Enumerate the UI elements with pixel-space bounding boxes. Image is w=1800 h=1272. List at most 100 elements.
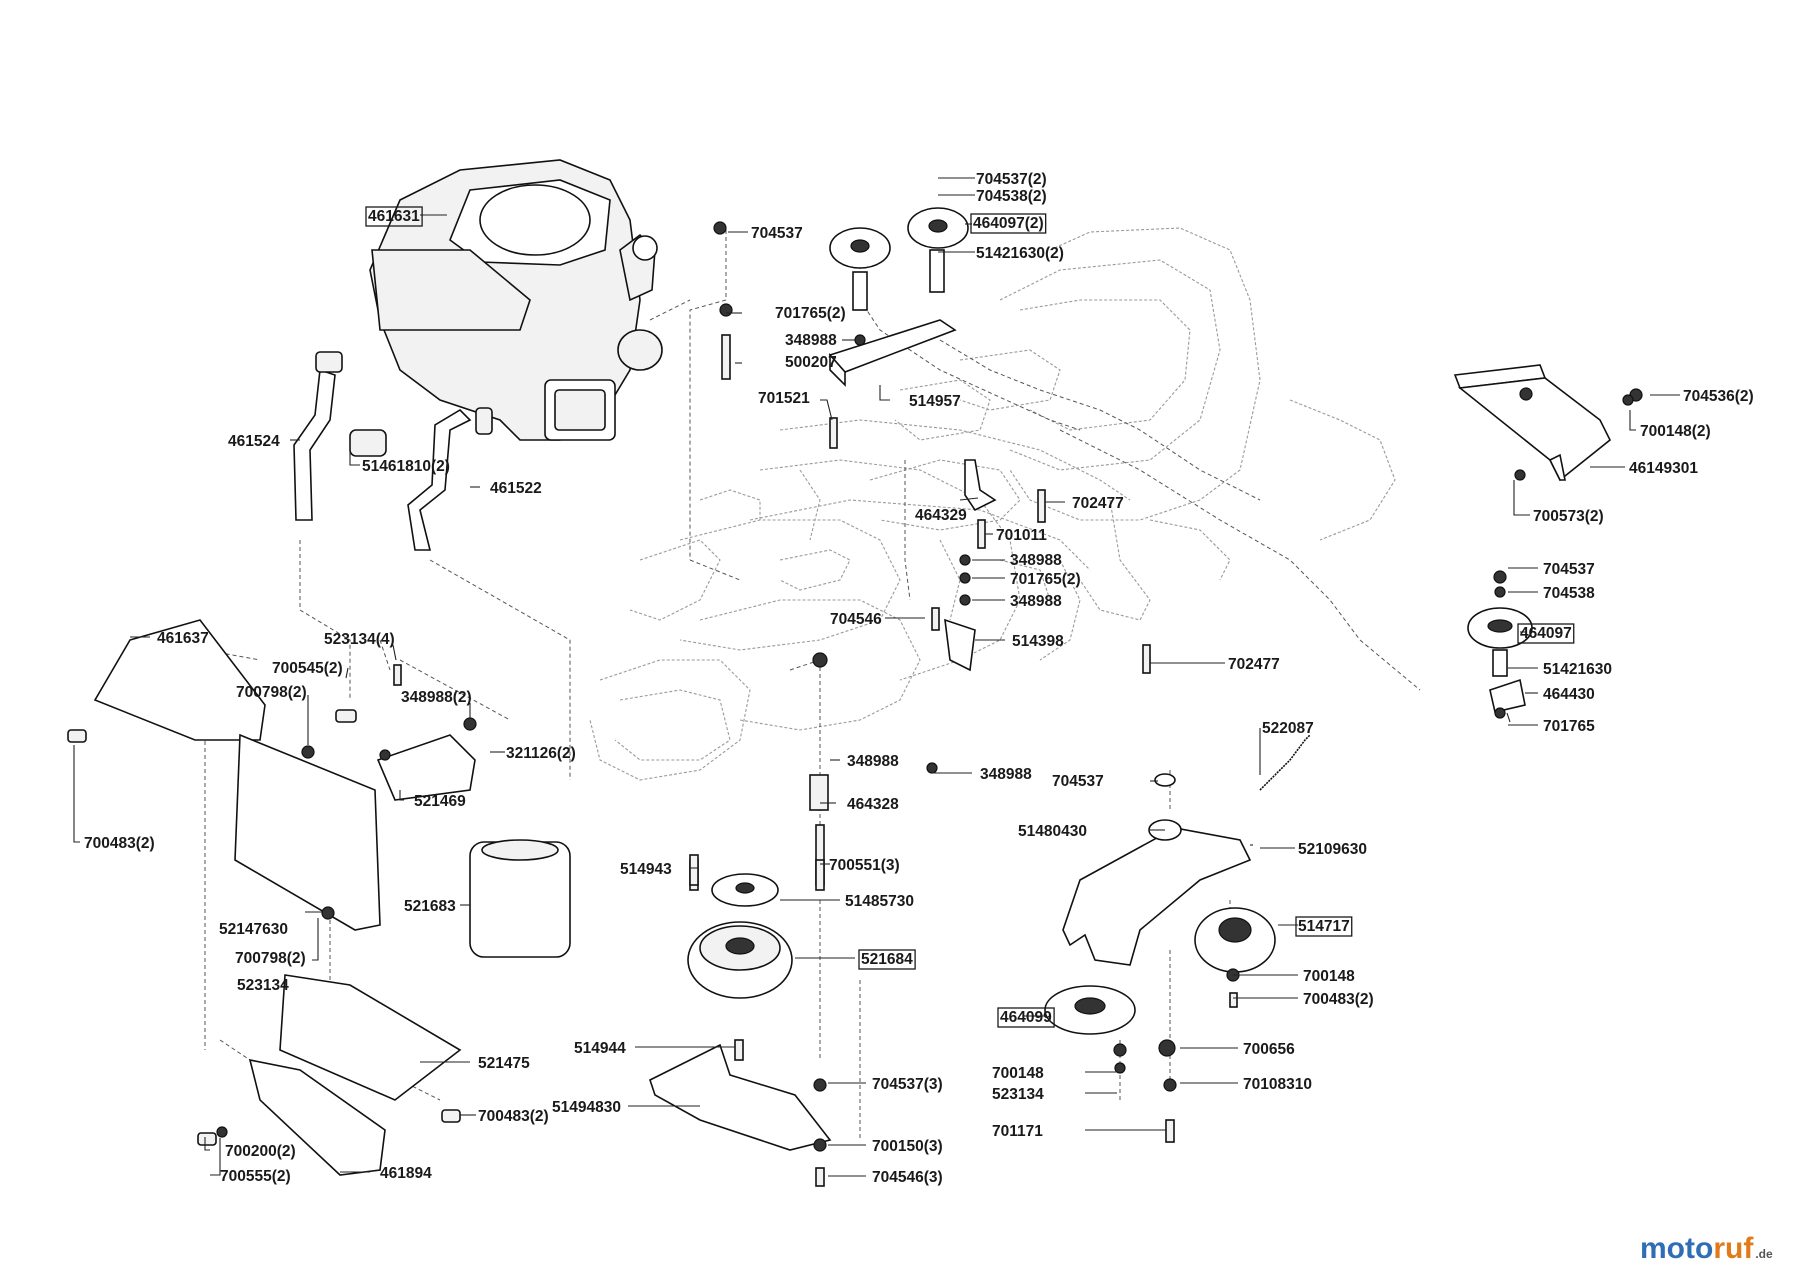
part-number-text: 52109630 bbox=[1298, 841, 1367, 858]
part-label-701765-2: 701765(2) bbox=[775, 305, 846, 322]
part-number-text: 704538(2) bbox=[976, 188, 1047, 205]
part-label-521475: 521475 bbox=[478, 1055, 530, 1072]
part-number-text: 701521 bbox=[758, 390, 810, 407]
part-label-704536-2: 704536(2) bbox=[1683, 388, 1754, 405]
part-number-text: 461524 bbox=[228, 433, 280, 450]
label-box bbox=[997, 1007, 1055, 1028]
part-number-text: 700148 bbox=[1303, 968, 1355, 985]
part-number-text: 464099 bbox=[1000, 1009, 1052, 1026]
part-label-514717: 514717 bbox=[1295, 916, 1353, 937]
part-label-523134: 523134 bbox=[992, 1086, 1044, 1103]
part-label-701765: 701765 bbox=[1543, 718, 1595, 735]
part-label-704537-3: 704537(3) bbox=[872, 1076, 943, 1093]
part-label-51485730: 51485730 bbox=[845, 893, 914, 910]
part-number-text: 52147630 bbox=[219, 921, 288, 938]
part-label-348988: 348988 bbox=[1010, 593, 1062, 610]
part-label-701011: 701011 bbox=[996, 527, 1047, 544]
part-number-text: 700150(3) bbox=[872, 1138, 943, 1155]
part-label-46149301: 46149301 bbox=[1629, 460, 1698, 477]
part-number-text: 700483(2) bbox=[84, 835, 155, 852]
part-number-text: 321126(2) bbox=[506, 745, 576, 762]
part-label-700148: 700148 bbox=[1303, 968, 1355, 985]
part-number-text: 514717 bbox=[1298, 918, 1350, 935]
part-label-702477: 702477 bbox=[1072, 495, 1124, 512]
part-number-text: 521475 bbox=[478, 1055, 530, 1072]
label-box bbox=[365, 206, 423, 227]
part-label-348988: 348988 bbox=[847, 753, 899, 770]
part-label-500207: 500207 bbox=[785, 354, 837, 371]
part-label-348988: 348988 bbox=[1010, 552, 1062, 569]
part-label-700798-2: 700798(2) bbox=[236, 684, 307, 701]
idler-pulleys-top bbox=[828, 207, 969, 387]
small-fasteners bbox=[67, 221, 1643, 1187]
part-label-521683: 521683 bbox=[404, 898, 456, 915]
part-number-text: 700483(2) bbox=[1303, 991, 1374, 1008]
part-label-700798-2: 700798(2) bbox=[235, 950, 306, 967]
part-number-text: 348988 bbox=[785, 332, 837, 349]
part-number-text: 348988 bbox=[847, 753, 899, 770]
part-number-text: 701765(2) bbox=[1010, 571, 1081, 588]
part-number-labels: 461631704537(2)704538(2)464097(2)7045375… bbox=[84, 171, 1754, 1186]
part-label-700573-2: 700573(2) bbox=[1533, 508, 1604, 525]
part-label-51421630-2: 51421630(2) bbox=[976, 245, 1064, 262]
part-number-text: 700551(3) bbox=[829, 857, 900, 874]
part-number-text: 700148(2) bbox=[1640, 423, 1711, 440]
part-number-text: 704537(3) bbox=[872, 1076, 943, 1093]
part-number-text: 461631 bbox=[368, 208, 420, 225]
part-label-514944: 514944 bbox=[574, 1040, 626, 1057]
part-number-text: 348988 bbox=[980, 766, 1032, 783]
logo-suffix: .de bbox=[1755, 1247, 1773, 1261]
part-label-321126-2: 321126(2) bbox=[506, 745, 576, 762]
motoruf-logo: motoruf.de bbox=[1640, 1232, 1773, 1265]
part-label-704546: 704546 bbox=[830, 611, 882, 628]
part-number-text: 461894 bbox=[380, 1165, 432, 1182]
part-label-52109630: 52109630 bbox=[1298, 841, 1367, 858]
exhaust-pipes bbox=[293, 351, 493, 551]
engine bbox=[369, 159, 663, 441]
part-label-461894: 461894 bbox=[380, 1165, 432, 1182]
clutch-pulley bbox=[687, 873, 793, 999]
part-number-text: 464097 bbox=[1520, 625, 1572, 642]
part-number-text: 700200(2) bbox=[225, 1143, 296, 1160]
label-box bbox=[970, 213, 1047, 234]
leader-lines bbox=[73, 177, 1680, 1177]
tensioner-arm bbox=[1044, 773, 1276, 1035]
part-label-51480430: 51480430 bbox=[1018, 823, 1087, 840]
part-label-702477: 702477 bbox=[1228, 656, 1280, 673]
part-label-704537-2: 704537(2) bbox=[976, 171, 1047, 188]
part-number-text: 704537 bbox=[1543, 561, 1595, 578]
part-number-text: 521683 bbox=[404, 898, 456, 915]
part-label-704546-3: 704546(3) bbox=[872, 1169, 943, 1186]
part-number-text: 461637 bbox=[157, 630, 209, 647]
part-label-514957: 514957 bbox=[909, 393, 961, 410]
part-label-704538: 704538 bbox=[1543, 585, 1595, 602]
part-number-text: 704546 bbox=[830, 611, 882, 628]
part-label-348988-2: 348988(2) bbox=[401, 689, 472, 706]
part-label-700483-2: 700483(2) bbox=[84, 835, 155, 852]
logo-text-ruf: ruf bbox=[1713, 1232, 1754, 1265]
part-label-700150-3: 700150(3) bbox=[872, 1138, 943, 1155]
label-box bbox=[858, 949, 916, 970]
muffler bbox=[469, 839, 571, 958]
part-label-514943: 514943 bbox=[620, 861, 672, 878]
part-number-text: 51461810(2) bbox=[362, 458, 450, 475]
part-label-464099: 464099 bbox=[997, 1007, 1055, 1028]
part-label-700555-2: 700555(2) bbox=[220, 1168, 291, 1185]
part-number-text: 701171 bbox=[992, 1123, 1043, 1140]
part-number-text: 51480430 bbox=[1018, 823, 1087, 840]
part-number-text: 701765(2) bbox=[775, 305, 846, 322]
part-number-text: 704537 bbox=[1052, 773, 1104, 790]
part-number-text: 702477 bbox=[1072, 495, 1124, 512]
part-number-text: 348988 bbox=[1010, 552, 1062, 569]
part-label-464329: 464329 bbox=[915, 507, 967, 524]
part-label-700200-2: 700200(2) bbox=[225, 1143, 296, 1160]
part-number-text: 701765 bbox=[1543, 718, 1595, 735]
part-label-700551-3: 700551(3) bbox=[829, 857, 900, 874]
label-box bbox=[1295, 916, 1353, 937]
lower-bracket bbox=[649, 1043, 832, 1151]
part-number-text: 704538 bbox=[1543, 585, 1595, 602]
part-label-701521: 701521 bbox=[758, 390, 810, 407]
part-label-522087: 522087 bbox=[1262, 720, 1314, 737]
part-number-text: 700798(2) bbox=[235, 950, 306, 967]
